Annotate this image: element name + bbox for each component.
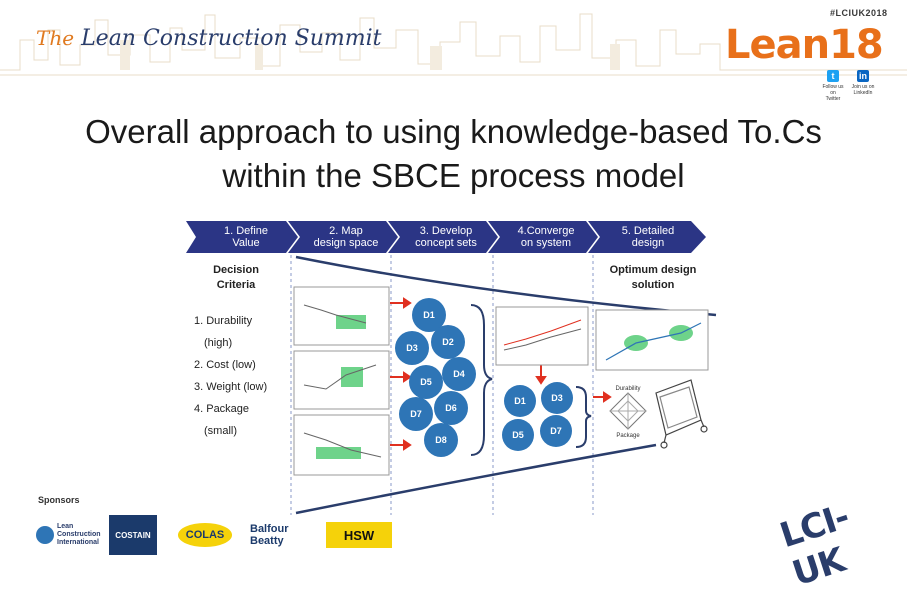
concept-bubble: D8 — [435, 435, 447, 445]
twitter-label-2: Twitter — [825, 96, 841, 102]
radar-label-package: Package — [616, 433, 640, 439]
concept-bubble: D2 — [442, 337, 454, 347]
optimum-title-2: solution — [632, 279, 675, 291]
concept-bubble: D3 — [406, 343, 418, 353]
converged-set: D1 D3 D5 D7 — [502, 382, 573, 451]
concept-bubble: D1 — [423, 310, 435, 320]
radar-chart: Durability Package — [609, 386, 647, 439]
chevron-stage-4 — [488, 221, 598, 253]
stage-3-line-1: 3. Develop — [420, 225, 473, 237]
decision-criteria: Decision Criteria 1. Durability (high) 2… — [194, 264, 267, 437]
title-line-2: within the SBCE process model — [222, 157, 685, 194]
skyline-banner — [0, 13, 907, 76]
tradeoff-chart-2 — [293, 350, 390, 410]
lean18-logo: Lean18 — [725, 22, 884, 68]
chevron-stage-5 — [588, 221, 706, 253]
tradeoff-chart-1 — [293, 286, 390, 346]
twitter-icon: t — [827, 70, 839, 82]
red-arrows — [390, 297, 612, 451]
sponsor-name: Lean Construction International — [57, 523, 101, 546]
criteria-title-2: Criteria — [217, 279, 256, 291]
twitter-link[interactable]: t Follow us on Twitter — [820, 70, 846, 102]
globe-icon — [36, 526, 54, 544]
sponsor-name: COLAS — [177, 523, 233, 547]
concept-bubble: D3 — [551, 393, 563, 403]
design-space-charts — [293, 286, 390, 476]
radar-label-durability: Durability — [615, 386, 640, 392]
criteria-item: 2. Cost (low) — [194, 359, 256, 371]
criteria-item: (high) — [204, 337, 232, 349]
stage-5-line-2: design — [632, 237, 664, 249]
stage-4-line-2: on system — [521, 237, 571, 249]
stage-5-line-1: 5. Detailed — [622, 225, 675, 237]
sbce-diagram: 1. Define Value 2. Map design space 3. D… — [186, 215, 720, 520]
concept-bubble: D5 — [420, 377, 432, 387]
concept-set: D1 D2 D3 D4 D5 D6 D7 D8 — [395, 298, 476, 457]
concept-bubble: D6 — [445, 403, 457, 413]
linkedin-label-1: Join us on — [851, 84, 875, 90]
stage-1-line-2: Value — [232, 237, 259, 249]
sponsor-lci-international[interactable]: Lean Construction International — [36, 515, 102, 555]
funnel-bottom-line — [295, 443, 657, 515]
sponsor-hsw[interactable]: HSW — [326, 522, 392, 548]
criteria-item: 1. Durability — [194, 315, 253, 327]
criteria-item: 3. Weight (low) — [194, 381, 267, 393]
criteria-item: (small) — [204, 425, 237, 437]
sponsor-name: COSTAIN — [115, 530, 151, 540]
slide-title: Overall approach to using knowledge-base… — [0, 110, 907, 198]
criteria-item: 4. Package — [194, 403, 249, 415]
stage-3-line-2: concept sets — [415, 237, 477, 249]
concept-bracket — [470, 304, 493, 456]
event-hashtag: #LCIUK2018 — [830, 8, 888, 18]
twitter-label-1: Follow us on — [822, 84, 844, 96]
stage-chevrons — [186, 221, 706, 253]
sponsors-label: Sponsors — [38, 495, 80, 505]
title-line-1: Overall approach to using knowledge-base… — [85, 113, 822, 150]
sponsor-colas[interactable]: COLAS — [166, 515, 244, 555]
linkedin-link[interactable]: in Join us on LinkedIn — [850, 70, 876, 96]
sponsor-name: HSW — [343, 527, 375, 543]
concept-bubble: D7 — [410, 409, 422, 419]
converged-bracket — [575, 386, 592, 448]
concept-bubble: D4 — [453, 369, 465, 379]
lci-uk-logo: LCI-UK — [775, 496, 854, 594]
stage-1-line-1: 1. Define — [224, 225, 268, 237]
concept-bubble: D1 — [514, 396, 526, 406]
brand-the: The — [36, 26, 75, 50]
stage-2-line-2: design space — [314, 237, 379, 249]
summit-brand: The Lean Construction Summit — [36, 26, 381, 51]
tradeoff-chart-3 — [293, 414, 390, 476]
linkedin-icon: in — [857, 70, 869, 82]
optimum-title: Optimum design solution — [610, 264, 697, 291]
sponsor-name: Balfour Beatty — [250, 523, 289, 547]
stage-2-line-1: 2. Map — [329, 225, 363, 237]
stage-4-line-1: 4.Converge — [518, 225, 575, 237]
concept-bubble: D5 — [512, 430, 524, 440]
optimum-title-1: Optimum design — [610, 264, 697, 276]
chevron-stage-1 — [186, 221, 298, 253]
concept-bubble: D7 — [550, 426, 562, 436]
converge-chart — [495, 306, 589, 366]
stage-separators — [290, 255, 594, 515]
sponsor-balfour-beatty[interactable]: Balfour Beatty — [250, 515, 322, 555]
criteria-title-1: Decision — [213, 264, 259, 276]
chevron-stage-3 — [388, 221, 498, 253]
linkedin-label-2: LinkedIn — [853, 90, 873, 96]
brand-name: Lean Construction Summit — [81, 26, 382, 51]
sponsor-costain[interactable]: COSTAIN — [109, 515, 157, 555]
product-sketch — [655, 379, 708, 449]
optimum-chart — [595, 309, 709, 371]
chevron-stage-2 — [288, 221, 398, 253]
funnel-top-line — [295, 255, 717, 317]
